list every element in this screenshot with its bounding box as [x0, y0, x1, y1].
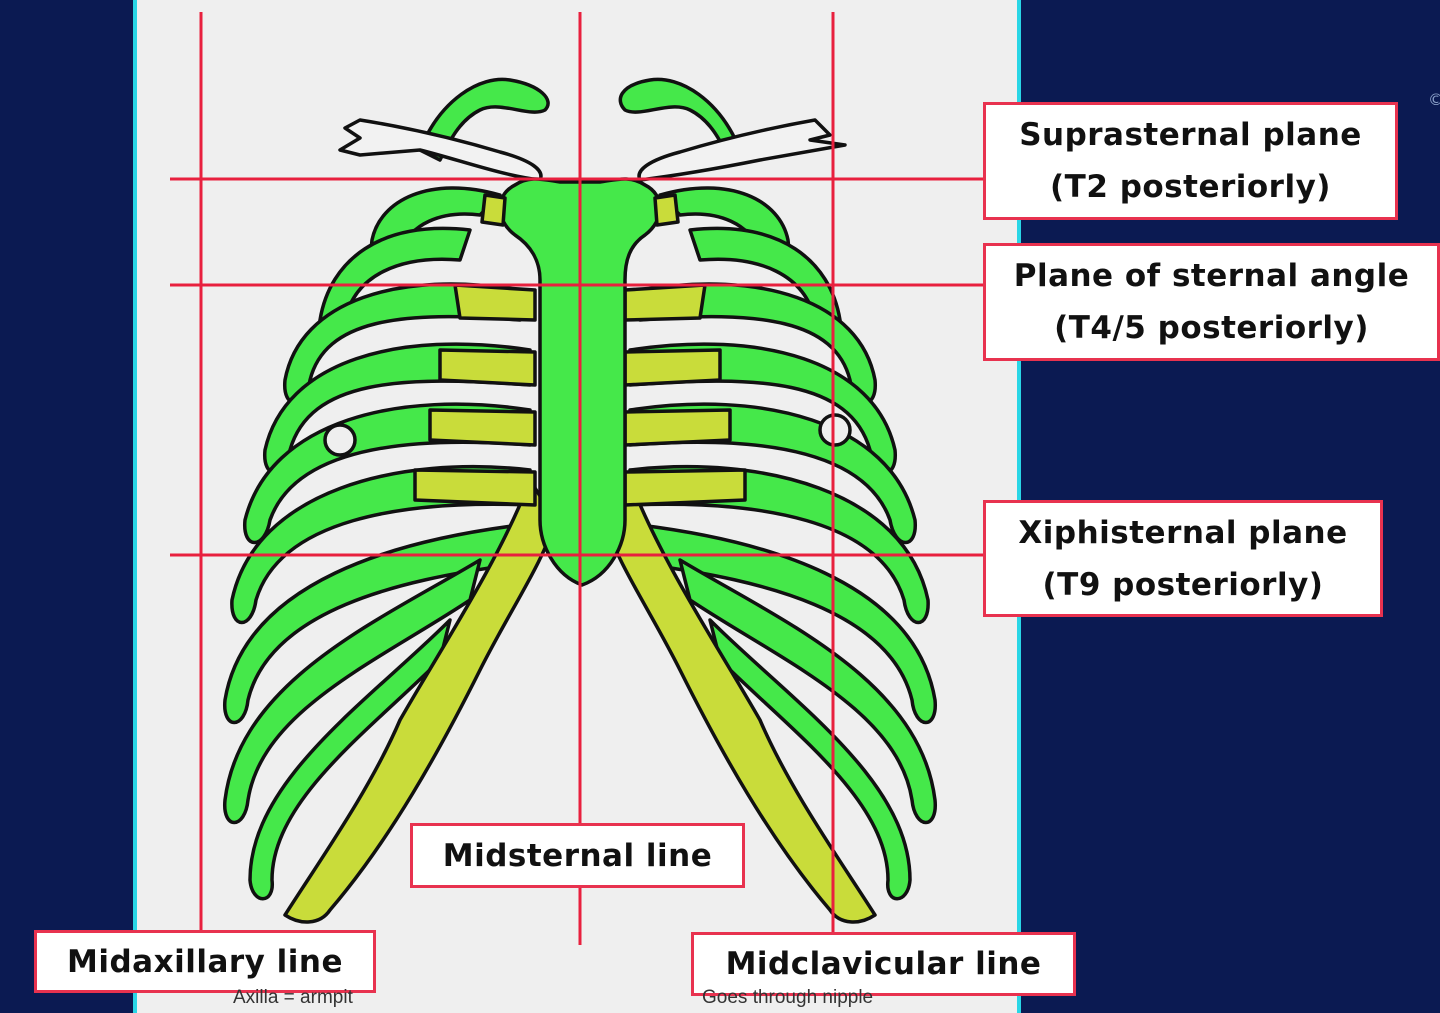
- right-first-costal-cartilage: [653, 193, 680, 227]
- corner-mark: ©: [1428, 90, 1440, 109]
- left-clavicle: [338, 118, 543, 182]
- xiphisternal-plane-label: Xiphisternal plane (T9 posteriorly): [983, 500, 1383, 617]
- sternal-angle-plane-label: Plane of sternal angle (T4/5 posteriorly…: [983, 243, 1440, 361]
- right-rib-6: [628, 464, 930, 625]
- suprasternal-plane-label: Suprasternal plane (T2 posteriorly): [983, 102, 1398, 220]
- left-rib-7: [223, 523, 522, 725]
- suprasternal-plane-subtitle: (T2 posteriorly): [1050, 169, 1331, 205]
- right-costal-cartilage: [603, 478, 877, 924]
- midaxillary-note: Axilla = armpit: [233, 987, 353, 1008]
- left-first-costal-cartilage: [480, 193, 507, 227]
- right-rib-7: [638, 523, 937, 725]
- right-scapula-top: [618, 77, 742, 162]
- midaxillary-line-label: Midaxillary line: [34, 930, 376, 993]
- rib-cage: [223, 77, 937, 924]
- right-nipple-icon: [818, 413, 852, 447]
- right-rib-9: [708, 618, 912, 901]
- left-rib-9: [248, 618, 452, 901]
- sternal-angle-plane-subtitle: (T4/5 posteriorly): [1054, 310, 1369, 346]
- left-rib-6: [230, 464, 532, 625]
- left-rib-8: [223, 558, 482, 825]
- midclavicular-line-label: Midclavicular line: [691, 932, 1076, 996]
- sternal-angle-plane-title: Plane of sternal angle: [1013, 258, 1410, 294]
- suprasternal-plane-title: Suprasternal plane: [1019, 117, 1362, 153]
- midsternal-line-label: Midsternal line: [410, 823, 745, 888]
- xiphisternal-plane-subtitle: (T9 posteriorly): [1042, 566, 1324, 603]
- right-rib-8: [678, 558, 937, 825]
- left-ribs: [223, 186, 557, 924]
- left-costal-cartilage: [283, 478, 557, 924]
- xiphisternal-plane-title: Xiphisternal plane: [1018, 514, 1348, 551]
- reference-lines: [170, 12, 985, 945]
- midclavicular-note: Goes through nipple: [702, 987, 874, 1008]
- left-scapula-top: [418, 77, 550, 162]
- left-nipple-icon: [323, 423, 357, 457]
- left-cartilage-bands: [413, 283, 537, 507]
- right-clavicle: [637, 118, 847, 182]
